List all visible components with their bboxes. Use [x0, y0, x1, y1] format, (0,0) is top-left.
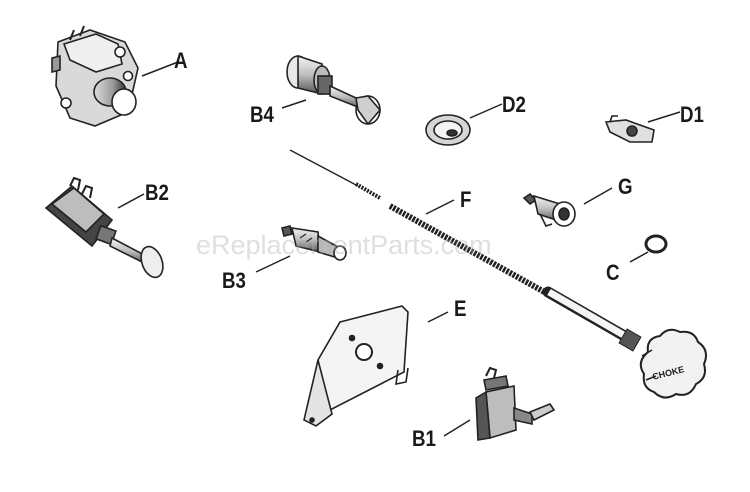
label-b2: B2: [145, 180, 169, 205]
watermark: eReplacementParts.com: [196, 230, 492, 260]
part-b1-toggle-switch: [475, 366, 556, 441]
part-d1-plate: [604, 115, 655, 143]
leader-b4: [281, 99, 307, 109]
part-g-socket: [522, 192, 576, 227]
part-a-switch: [51, 25, 139, 127]
leader-d1: [647, 111, 681, 123]
part-c-ring: [644, 234, 668, 254]
leader-a: [141, 61, 179, 77]
label-b3: B3: [222, 268, 246, 293]
label-d2: D2: [502, 92, 526, 117]
part-e-bracket: [303, 305, 409, 427]
choke-knob: [639, 328, 707, 399]
leader-d2: [469, 103, 503, 119]
label-e: E: [454, 296, 467, 321]
leader-g: [583, 187, 613, 205]
part-b2-switch: [44, 176, 164, 279]
label-a: A: [174, 48, 188, 73]
leader-f: [425, 199, 455, 215]
label-b4: B4: [250, 102, 274, 127]
leader-b3: [255, 255, 291, 273]
label-d1: D1: [680, 102, 704, 127]
label-f: F: [460, 187, 472, 212]
label-g: G: [618, 174, 633, 199]
label-c: C: [606, 260, 620, 285]
leader-b1: [443, 419, 471, 437]
part-d2-washer: [425, 114, 471, 146]
leader-c: [629, 251, 649, 263]
leader-b2: [117, 193, 145, 209]
label-b1: B1: [412, 426, 436, 451]
part-f-choke-cable: [289, 149, 642, 352]
part-b3-switch: [281, 225, 347, 261]
leader-e: [427, 311, 449, 323]
part-b4-switch: [286, 54, 382, 126]
